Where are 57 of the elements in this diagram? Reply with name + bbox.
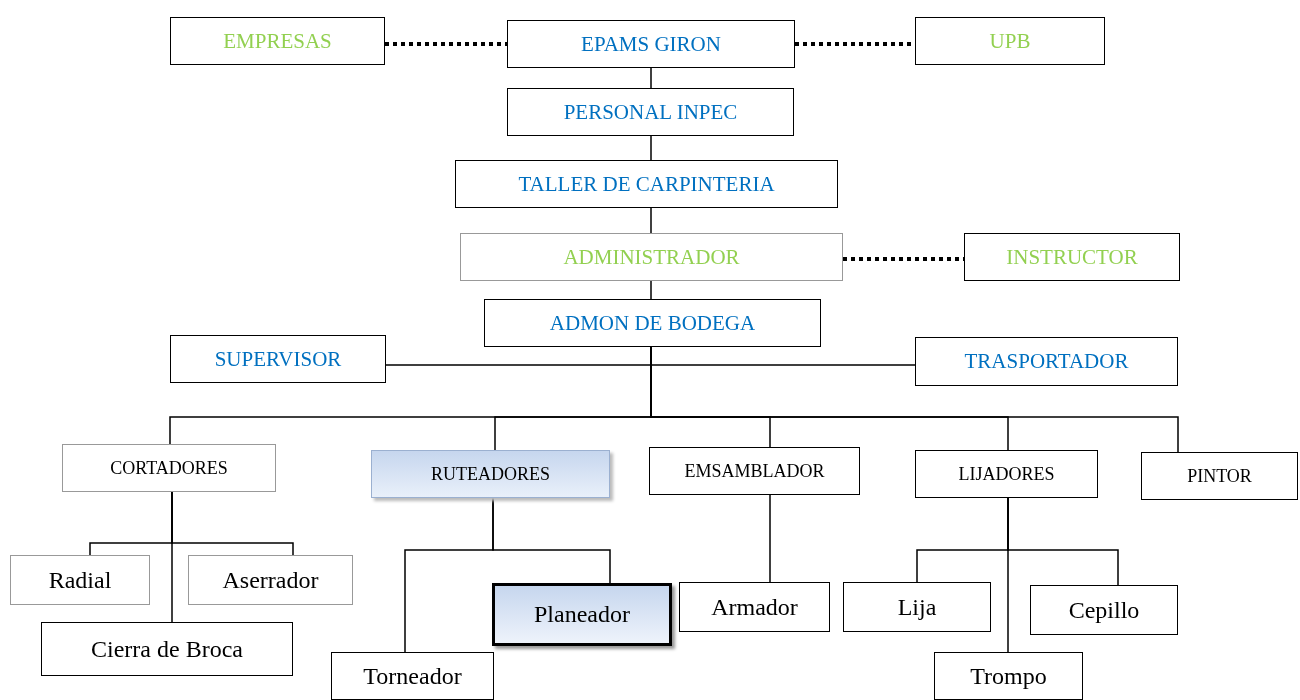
org-box <box>1030 585 1178 635</box>
org-box <box>41 622 293 676</box>
role-label: INSTRUCTOR <box>1006 244 1138 270</box>
org-box <box>170 17 385 65</box>
role-label: EPAMS GIRON <box>581 31 721 57</box>
org-box <box>460 233 843 281</box>
org-box <box>188 555 353 605</box>
connector-line <box>492 497 611 584</box>
role-label: Lija <box>897 593 937 621</box>
role-label: LIJADORES <box>958 463 1055 485</box>
role-label: Aserrador <box>222 566 319 594</box>
connector-line <box>650 67 652 89</box>
org-box <box>915 450 1098 498</box>
role-label: TRASPORTADOR <box>964 349 1129 374</box>
org-box <box>455 160 838 208</box>
org-box <box>10 555 150 605</box>
role-label: EMPRESAS <box>223 28 332 54</box>
role-label: UPB <box>989 28 1031 54</box>
org-box <box>915 17 1105 65</box>
role-label: PINTOR <box>1187 465 1252 487</box>
role-label: ADMINISTRADOR <box>563 244 740 270</box>
org-box <box>484 299 821 347</box>
role-label: Armador <box>711 593 798 621</box>
role-label: Cepillo <box>1068 596 1140 624</box>
role-label: ADMON DE BODEGA <box>549 310 756 336</box>
connector-line <box>1007 497 1009 653</box>
org-box <box>62 444 276 492</box>
org-box <box>492 583 672 646</box>
org-box <box>371 450 610 498</box>
role-label: RUTEADORES <box>431 463 550 485</box>
connector-line <box>650 207 652 234</box>
role-label: Radial <box>48 566 112 594</box>
org-box <box>915 337 1178 386</box>
role-label: SUPERVISOR <box>214 346 342 372</box>
role-label: Torneador <box>363 662 462 690</box>
role-label: EMSAMBLADOR <box>684 460 825 482</box>
role-label: PERSONAL INPEC <box>563 99 738 125</box>
dotted-connector <box>385 42 507 46</box>
role-label: CORTADORES <box>110 457 228 479</box>
org-box <box>507 20 795 68</box>
org-box <box>843 582 991 632</box>
connector-line <box>650 280 652 300</box>
role-label: Cierra de Broca <box>91 635 243 663</box>
role-label: TALLER DE CARPINTERIA <box>518 171 775 197</box>
org-box <box>964 233 1180 281</box>
org-box <box>331 652 494 700</box>
role-label: Planeador <box>534 601 630 628</box>
org-box <box>679 582 830 632</box>
connector-line <box>171 491 173 623</box>
connector-line <box>650 135 652 161</box>
org-box <box>649 447 860 495</box>
connector-line <box>769 494 771 583</box>
org-box <box>1141 452 1298 500</box>
role-label: Trompo <box>970 662 1047 690</box>
org-box <box>934 652 1083 700</box>
org-box <box>507 88 794 136</box>
org-box <box>170 335 386 383</box>
